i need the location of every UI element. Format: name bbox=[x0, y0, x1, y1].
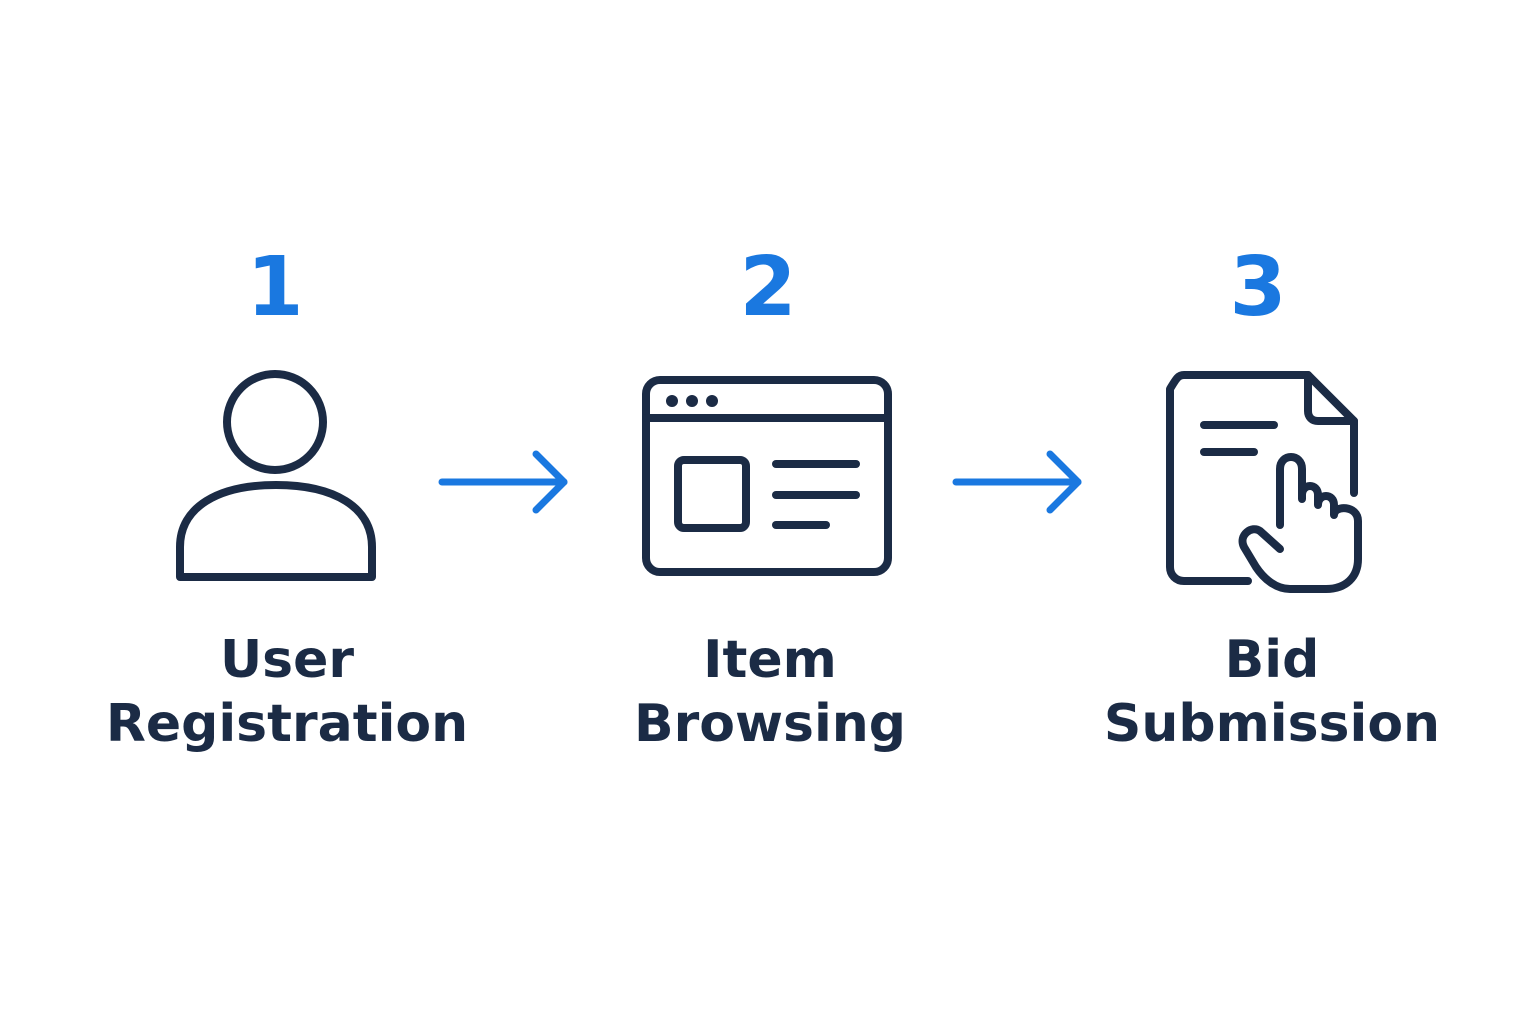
document-tap-icon bbox=[1166, 371, 1362, 593]
step-2-label: Item Browsing bbox=[560, 628, 980, 756]
pointing-hand-icon bbox=[1238, 453, 1362, 593]
step-3-label-line2: Submission bbox=[1103, 694, 1441, 754]
step-1-label-line1: User bbox=[219, 630, 355, 690]
step-3-label-line1: Bid bbox=[1224, 630, 1320, 690]
step-1-label-line2: Registration bbox=[105, 694, 469, 754]
user-icon bbox=[176, 370, 376, 581]
step-1-number: 1 bbox=[246, 240, 304, 335]
step-2-label-line1: Item bbox=[703, 630, 837, 690]
step-3-number: 3 bbox=[1229, 240, 1287, 335]
arrow-right-icon bbox=[952, 450, 1082, 514]
step-2-number: 2 bbox=[739, 240, 797, 335]
step-3-label: Bid Submission bbox=[1062, 628, 1482, 756]
arrow-right-icon bbox=[438, 450, 568, 514]
browser-window-icon bbox=[642, 376, 892, 576]
step-2-label-line2: Browsing bbox=[633, 694, 907, 754]
step-1-label: User Registration bbox=[77, 628, 497, 756]
